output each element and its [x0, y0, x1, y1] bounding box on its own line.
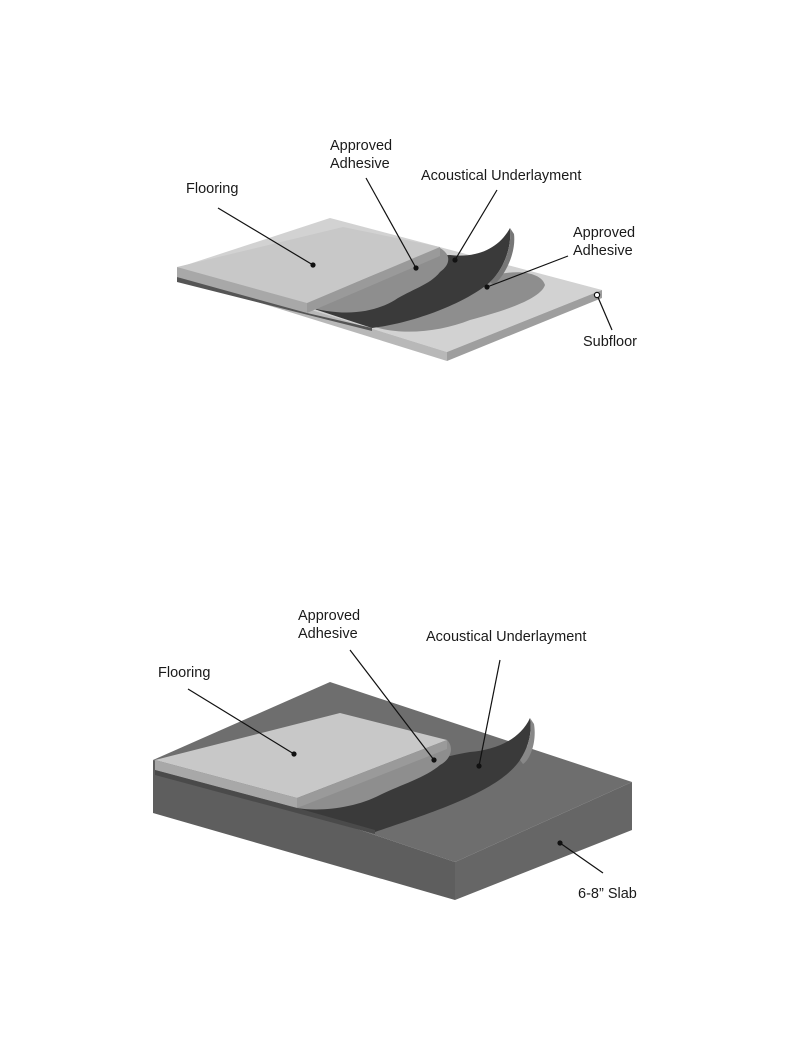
label-flooring-1: Flooring: [186, 181, 239, 197]
label-adhesive-2a: Approved: [298, 608, 361, 624]
leader-lines-2: [187, 649, 604, 874]
label-underlayment-2: Acoustical Underlayment: [426, 629, 587, 645]
leader-dots-2: [291, 751, 563, 846]
flooring: [177, 227, 440, 331]
label-adhesive-right-1a: Approved: [573, 225, 636, 241]
label-adhesive-top-1b: Adhesive: [330, 156, 390, 172]
label-subfloor: Subfloor: [583, 334, 638, 350]
label-flooring-2: Flooring: [158, 665, 211, 681]
label-adhesive-top-1a: Approved: [330, 138, 393, 154]
label-underlayment-1: Acoustical Underlayment: [421, 168, 582, 184]
diagram-1-subfloor-assembly: [177, 177, 613, 361]
label-adhesive-2b: Adhesive: [298, 626, 358, 642]
leader-dots-1: [310, 257, 601, 299]
label-slab: 6-8” Slab: [578, 886, 637, 902]
diagram-2-slab-assembly: [153, 649, 632, 900]
leader-lines-1: [217, 177, 613, 331]
flooring-2: [155, 713, 447, 834]
label-adhesive-right-1b: Adhesive: [573, 243, 633, 259]
